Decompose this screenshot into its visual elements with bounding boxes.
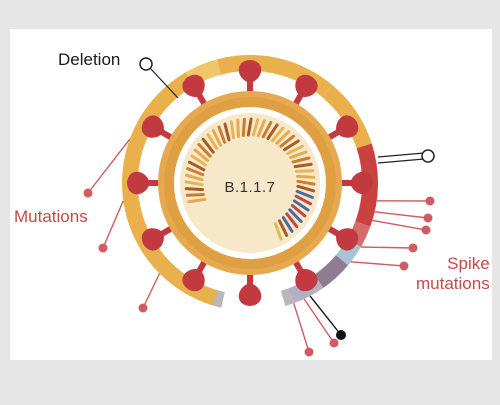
spike-mutation-3-dot	[422, 226, 431, 235]
rna-coil-32	[298, 176, 314, 177]
mutation-left-2-dot	[99, 244, 108, 253]
spike-mutation-2-dot	[424, 214, 433, 223]
rna-coil-31	[297, 171, 313, 172]
spike-mutation-4-dot	[409, 244, 418, 253]
spike-label-line-2: mutations	[416, 274, 490, 294]
spike-mutation-4-line	[361, 247, 413, 248]
rna-coil-16	[238, 120, 239, 136]
rna-coil-1	[187, 195, 203, 196]
spike-mutation-7-dot	[305, 348, 314, 357]
deletion-pin-icon	[140, 58, 152, 70]
rna-coil-2	[186, 189, 202, 190]
variant-label: B.1.1.7	[211, 179, 289, 196]
spike-mutation-dark-dot	[336, 330, 346, 340]
spike-mutation-1-dot	[426, 197, 435, 206]
spike-mutation-5-dot	[400, 262, 409, 271]
spike-deletion-pin-icon	[422, 150, 434, 162]
spike-label-line-1: Spike	[416, 254, 490, 274]
mutation-left-1-dot	[84, 189, 93, 198]
rna-coil-17	[243, 119, 244, 135]
mutations-label: Mutations	[14, 207, 88, 227]
mutation-left-3-dot	[139, 304, 148, 313]
spike-mutations-label: Spike mutations	[416, 254, 490, 293]
spike-mutation-6-dot	[330, 339, 339, 348]
deletion-label: Deletion	[58, 50, 120, 70]
